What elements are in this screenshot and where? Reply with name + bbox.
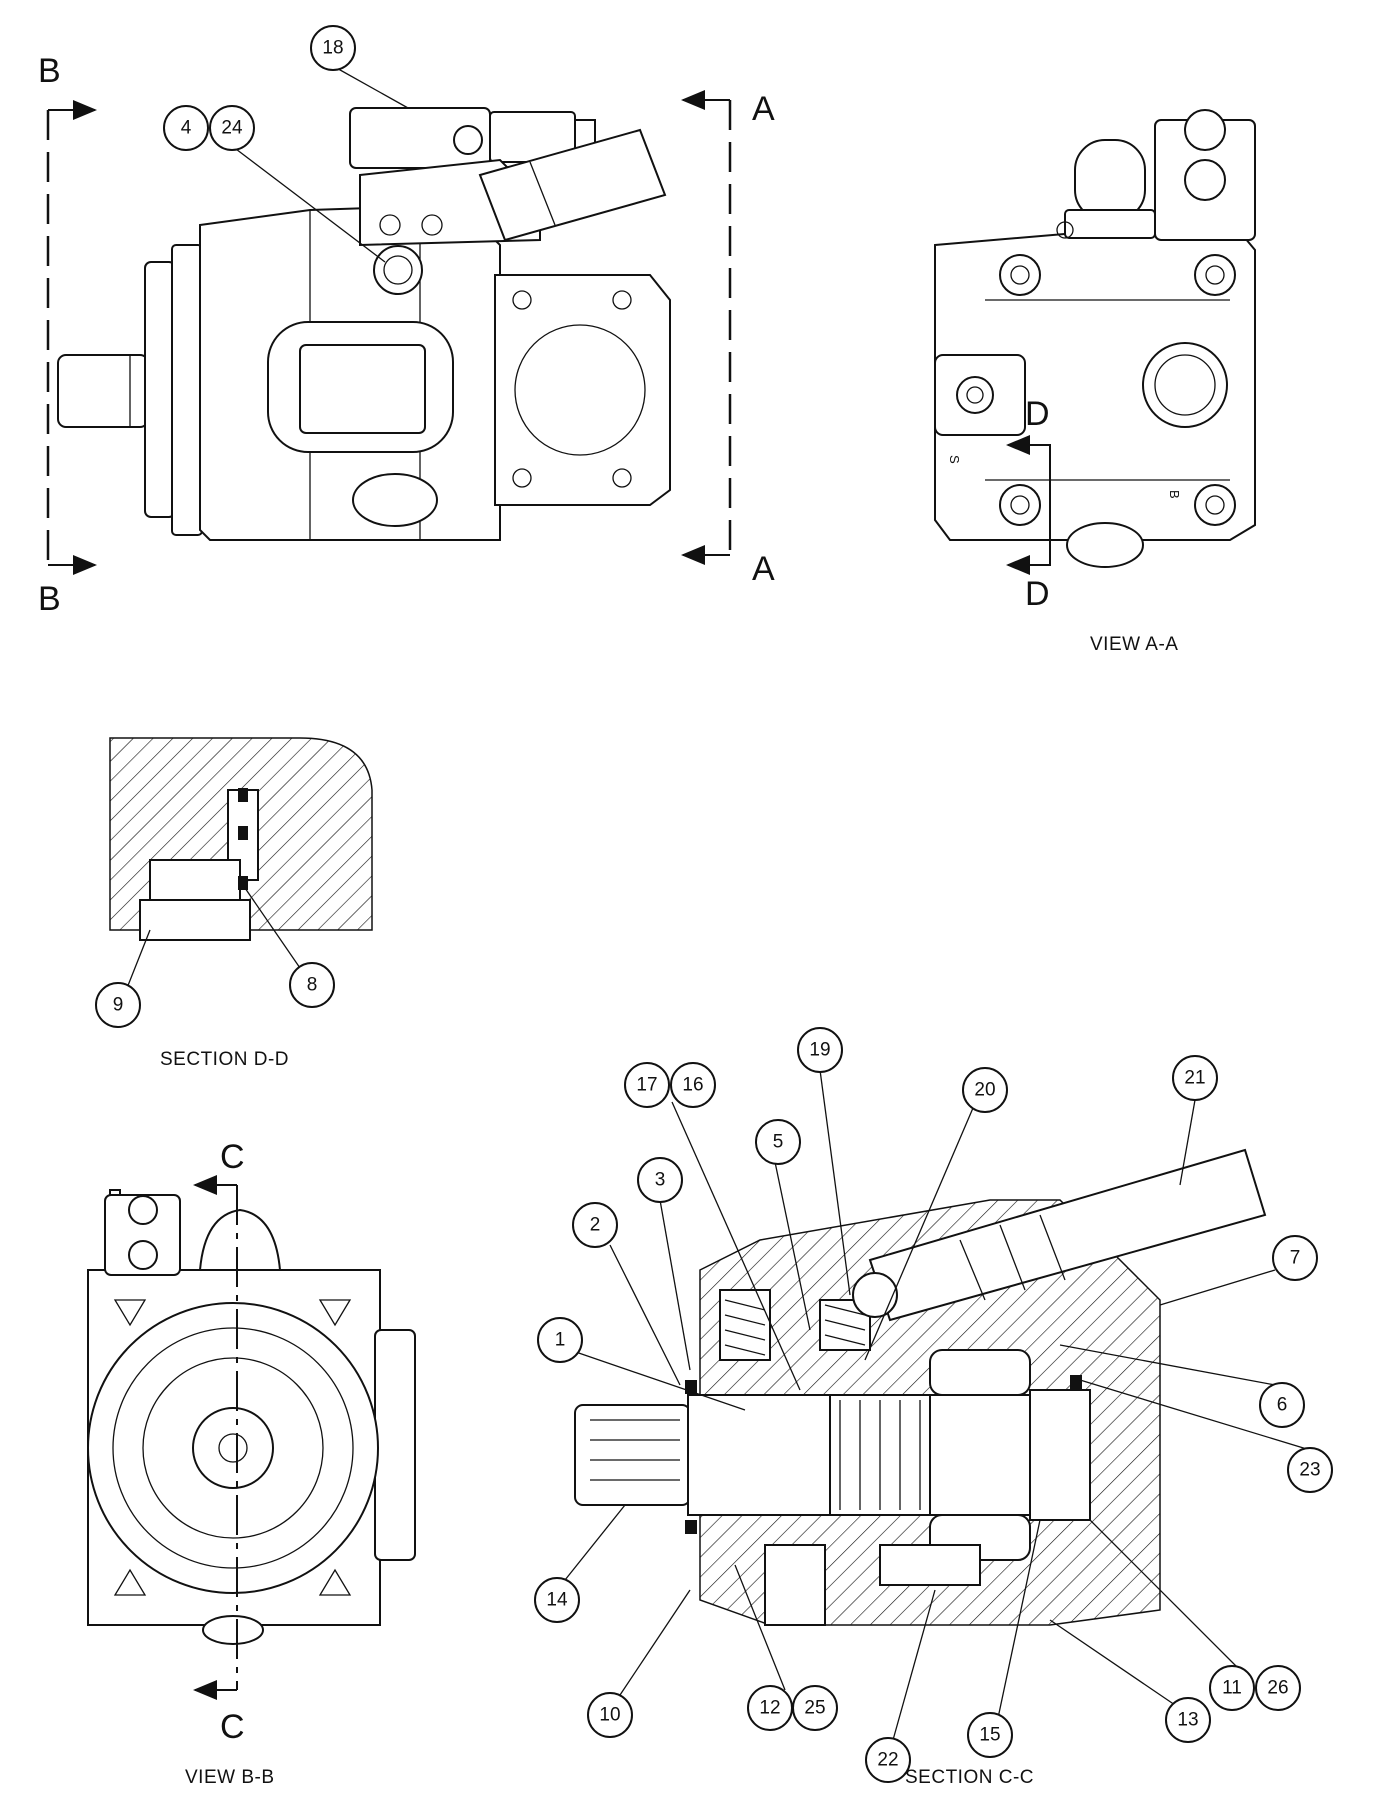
callout-label: 21 xyxy=(1184,1068,1205,1089)
callout-balloon xyxy=(865,1737,911,1783)
callout-balloon xyxy=(755,1119,801,1165)
callout-balloon xyxy=(163,105,209,151)
caption-view-a: VIEW A-A xyxy=(1090,634,1178,655)
section-d: 9 8 SECTION D-D xyxy=(95,737,373,1070)
callout-balloon xyxy=(624,1062,670,1108)
callout-balloon xyxy=(1287,1447,1333,1493)
callout-label: 10 xyxy=(599,1705,620,1726)
caption-view-b: VIEW B-B xyxy=(185,1767,275,1788)
callout-balloon xyxy=(792,1685,838,1731)
caption-section-c: SECTION C-C xyxy=(905,1767,1034,1788)
callout-label: 2 xyxy=(590,1215,601,1236)
callout-balloon xyxy=(572,1202,618,1248)
section-letter-d-top: D xyxy=(1025,395,1050,433)
callout-balloon xyxy=(670,1062,716,1108)
callout-balloon xyxy=(962,1067,1008,1113)
callout-balloon xyxy=(1209,1665,1255,1711)
section-letter-a-top: A xyxy=(752,90,775,128)
port-label-s: S xyxy=(947,455,962,464)
callout-label: 4 xyxy=(181,118,192,139)
callout-balloon xyxy=(1259,1382,1305,1428)
callout-balloon xyxy=(797,1027,843,1073)
callout-label: 5 xyxy=(773,1132,784,1153)
callout-label: 18 xyxy=(322,38,343,59)
callout-balloon xyxy=(534,1577,580,1623)
callout-balloon xyxy=(209,105,255,151)
callout-balloon xyxy=(1272,1235,1318,1281)
callout-label: 17 xyxy=(636,1075,657,1096)
front-flange xyxy=(144,261,176,518)
drive-shaft xyxy=(57,354,149,428)
section-letter-b-bottom: B xyxy=(38,580,61,618)
callout-balloon xyxy=(637,1157,683,1203)
callout-label: 8 xyxy=(307,975,318,996)
section-letter-c-bottom: C xyxy=(220,1708,245,1746)
section-letter-a-bottom: A xyxy=(752,550,775,588)
callout-label: 16 xyxy=(682,1075,703,1096)
caption-section-d: SECTION D-D xyxy=(160,1049,289,1070)
section-c-callouts: 17 16 19 20 21 5 3 2 7 1 6 23 14 10 12 2… xyxy=(534,1027,1333,1788)
callout-label: 19 xyxy=(809,1040,830,1061)
callout-label: 9 xyxy=(113,995,124,1016)
callout-label: 25 xyxy=(804,1698,825,1719)
callout-label: 20 xyxy=(974,1080,995,1101)
callout-balloon xyxy=(310,25,356,71)
callout-label: 1 xyxy=(555,1330,566,1351)
callout-label: 7 xyxy=(1290,1248,1301,1269)
solenoid xyxy=(478,128,667,242)
section-c xyxy=(574,1148,1267,1626)
view-a: S B D D VIEW A-A xyxy=(934,109,1256,655)
callout-balloon xyxy=(967,1712,1013,1758)
callout-label: 6 xyxy=(1277,1395,1288,1416)
section-letter-d-bottom: D xyxy=(1025,575,1050,613)
view-b: C C VIEW B-B xyxy=(87,1138,416,1788)
section-letter-c-top: C xyxy=(220,1138,245,1176)
callout-label: 15 xyxy=(979,1725,1000,1746)
section-letter-b-top: B xyxy=(38,52,61,90)
callout-label: 12 xyxy=(759,1698,780,1719)
callout-label: 3 xyxy=(655,1170,666,1191)
callout-balloon xyxy=(289,962,335,1008)
callout-balloon xyxy=(95,982,141,1028)
callout-label: 23 xyxy=(1299,1460,1320,1481)
port-label-b: B xyxy=(1167,490,1182,499)
callout-balloon xyxy=(1165,1697,1211,1743)
callout-label: 24 xyxy=(221,118,243,139)
end-cover xyxy=(494,274,671,506)
port-fitting xyxy=(373,245,423,295)
callout-label: 22 xyxy=(877,1750,898,1771)
callout-label: 11 xyxy=(1222,1678,1242,1699)
callout-balloon xyxy=(1255,1665,1301,1711)
callout-balloon xyxy=(1172,1055,1218,1101)
callout-label: 13 xyxy=(1177,1710,1198,1731)
callout-balloon xyxy=(587,1692,633,1738)
callout-label: 26 xyxy=(1267,1678,1288,1699)
callout-balloon xyxy=(537,1317,583,1363)
side-view: B B A A xyxy=(38,52,775,618)
callout-label: 14 xyxy=(546,1590,568,1611)
side-view-callouts: 18 4 24 xyxy=(163,25,409,263)
